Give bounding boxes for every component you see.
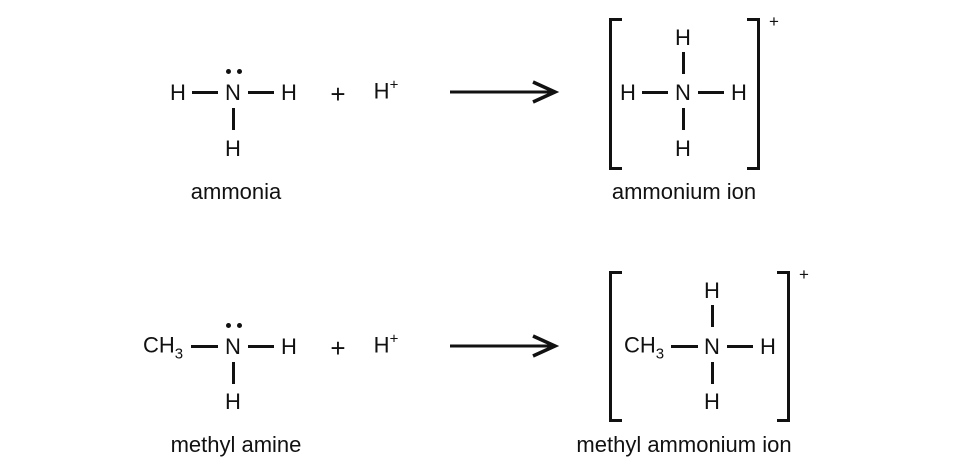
atom-h-right: H xyxy=(731,80,747,105)
lone-pair-dot xyxy=(237,323,242,328)
bond-single xyxy=(642,91,668,94)
label-methyl-ammonium-ion: methyl ammonium ion xyxy=(576,432,792,457)
atom-h-bottom: H xyxy=(225,136,241,161)
atom-h-right: H xyxy=(281,334,297,359)
label-ammonium-ion: ammonium ion xyxy=(611,179,757,204)
atom-h-bottom: H xyxy=(675,136,691,161)
bond-single xyxy=(232,362,235,384)
group-ch3: CH3 xyxy=(142,332,184,363)
bond-single xyxy=(671,345,698,348)
plus-sign: + xyxy=(330,79,346,109)
proton: H+ xyxy=(373,331,399,360)
bond-single xyxy=(682,108,685,130)
bracket-right xyxy=(747,18,760,170)
atom-h-top: H xyxy=(675,25,691,50)
ch-text: CH xyxy=(142,332,175,358)
subscript-3: 3 xyxy=(174,345,184,363)
plus-sign: + xyxy=(330,333,346,363)
label-ammonia: ammonia xyxy=(190,179,282,204)
bond-single xyxy=(191,345,218,348)
proton-symbol: H xyxy=(373,332,390,358)
lone-pair-dot xyxy=(226,323,231,328)
bond-single xyxy=(682,52,685,74)
bracket-left xyxy=(609,18,622,170)
charge-plus: + xyxy=(799,265,809,284)
bond-single xyxy=(248,345,274,348)
atom-h-left: H xyxy=(620,80,636,105)
proton-charge: + xyxy=(389,76,399,94)
bond-single xyxy=(698,91,724,94)
proton-symbol: H xyxy=(373,78,390,104)
bond-single xyxy=(711,362,714,384)
lone-pair-dot xyxy=(226,69,231,74)
bracket-left xyxy=(609,271,622,422)
bond-single xyxy=(727,345,753,348)
proton-charge: + xyxy=(389,330,399,348)
subscript-3: 3 xyxy=(655,345,665,363)
atom-h-bottom: H xyxy=(704,389,720,414)
bond-single xyxy=(248,91,274,94)
group-ch3: CH3 xyxy=(623,332,665,363)
bracket-right xyxy=(777,271,790,422)
atom-h-right: H xyxy=(760,334,776,359)
atom-n: N xyxy=(675,80,691,105)
charge-plus: + xyxy=(769,12,779,31)
atom-h-bottom: H xyxy=(225,389,241,414)
label-methyl-amine: methyl amine xyxy=(170,432,302,457)
atom-n: N xyxy=(225,80,241,105)
ch-text: CH xyxy=(623,332,656,358)
proton: H+ xyxy=(373,77,399,106)
bond-single xyxy=(192,91,218,94)
bond-single xyxy=(711,305,714,327)
atom-h-top: H xyxy=(704,278,720,303)
atom-n: N xyxy=(225,334,241,359)
atom-n: N xyxy=(704,334,720,359)
bond-single xyxy=(232,108,235,130)
lone-pair-dot xyxy=(237,69,242,74)
atom-h-left: H xyxy=(170,80,186,105)
atom-h-right: H xyxy=(281,80,297,105)
